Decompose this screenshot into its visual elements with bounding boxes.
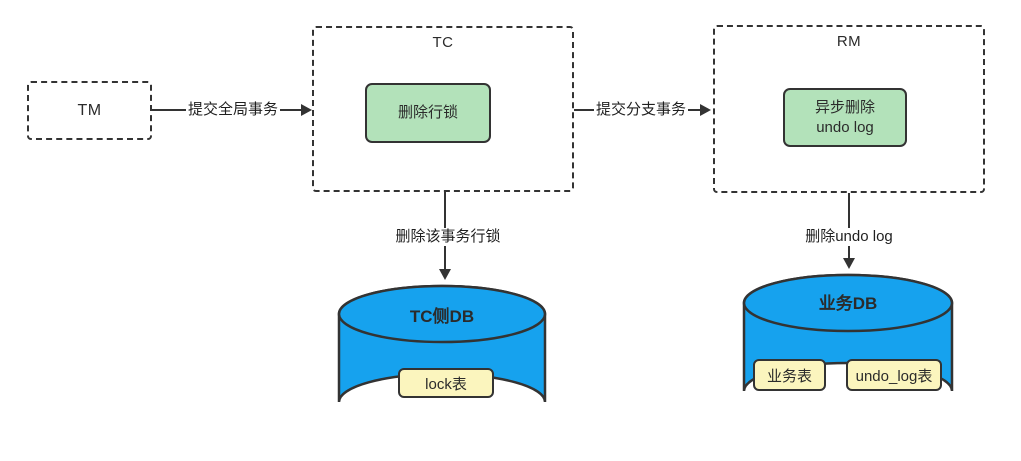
table-chip-lock: lock表 [398, 368, 494, 398]
table-chip-undolog: undo_log表 [846, 359, 942, 391]
edge-tc-db-label: 删除该事务行锁 [393, 228, 503, 246]
edge-rm-db-line [848, 193, 850, 259]
tc-action-label: 删除行锁 [397, 104, 458, 121]
edge-tm-tc-label: 提交全局事务 [185, 101, 281, 119]
tc-action-box: 删除行锁 [365, 83, 491, 143]
edge-rm-db-label: 删除undo log [803, 228, 895, 246]
edge-tc-rm-arrowhead-icon [700, 104, 711, 116]
edge-tm-tc-arrowhead-icon [301, 104, 312, 116]
tm-label: TM [77, 101, 102, 119]
rm-action-label-line1: 异步删除 [814, 98, 875, 116]
database-cylinder-icon [742, 273, 954, 392]
edge-rm-db-arrowhead-icon [843, 258, 855, 269]
table-chip-biz: 业务表 [753, 359, 826, 391]
rm-action-label-line2: undo log [816, 118, 874, 136]
biz-db-title: 业务DB [818, 294, 878, 313]
tc-db-cylinder: TC侧DB [336, 283, 548, 433]
edge-tc-rm-label: 提交分支事务 [593, 101, 689, 119]
edge-tc-db-arrowhead-icon [439, 269, 451, 280]
biz-db-cylinder: 业务DB [741, 272, 955, 422]
rm-title: RM [836, 33, 862, 50]
tc-db-title: TC侧DB [409, 307, 475, 326]
database-cylinder-icon [337, 284, 547, 403]
rm-action-box: 异步删除 undo log [783, 88, 907, 147]
tc-title: TC [432, 34, 454, 51]
tm-node: TM [27, 81, 152, 140]
rm-node: RM [713, 25, 985, 193]
